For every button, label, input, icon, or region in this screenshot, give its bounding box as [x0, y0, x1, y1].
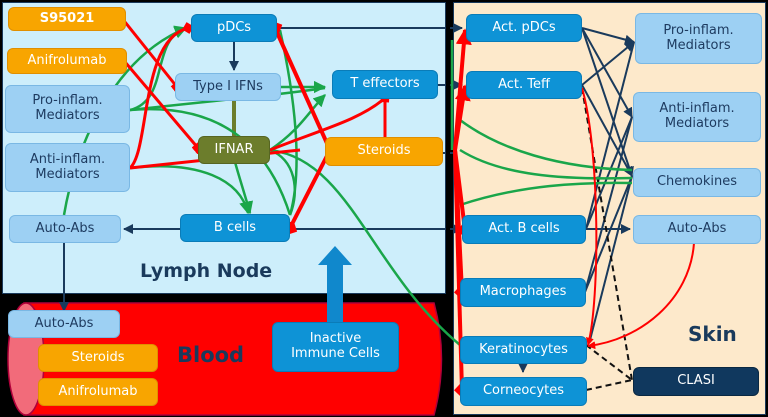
skin-anti-line2: Mediators: [664, 116, 730, 131]
node-t-effectors: T effectors: [332, 70, 438, 99]
skin-label: Skin: [688, 322, 737, 346]
node-macrophages: Macrophages: [460, 278, 586, 307]
skin-anti-line1: Anti-inflam.: [659, 101, 735, 117]
node-corneocytes: Corneocytes: [460, 377, 587, 406]
inactive-immune-cells: Inactive Immune Cells: [272, 322, 399, 372]
skin-anti-inflam-mediators: Anti-inflam. Mediators: [633, 92, 761, 142]
lymph-pro-inflam-mediators: Pro-inflam. Mediators: [5, 85, 130, 133]
blood-label: Blood: [177, 343, 245, 367]
skin-chemokines: Chemokines: [633, 168, 761, 197]
drug-anifrolumab: Anifrolumab: [7, 48, 127, 74]
node-type1-ifns: Type I IFNs: [175, 73, 281, 101]
lymph-steroids: Steroids: [325, 137, 443, 166]
lymph-anti-inflam-mediators: Anti-inflam. Mediators: [5, 143, 130, 192]
skin-auto-abs: Auto-Abs: [633, 215, 761, 244]
node-b-cells: B cells: [180, 214, 290, 242]
blood-anifrolumab: Anifrolumab: [38, 378, 158, 406]
node-pdcs: pDCs: [191, 14, 277, 42]
blood-steroids: Steroids: [38, 344, 158, 372]
skin-pro-line2: Mediators: [666, 37, 731, 53]
node-act-pdcs: Act. pDCs: [466, 14, 582, 42]
node-keratinocytes: Keratinocytes: [460, 336, 587, 364]
skin-pro-line1: Pro-inflam.: [663, 22, 734, 38]
inactive-line2: Immune Cells: [291, 346, 380, 361]
node-ifnar: IFNAR: [198, 136, 270, 164]
lymph-auto-abs: Auto-Abs: [9, 215, 121, 243]
node-clasi: CLASI: [633, 367, 759, 396]
drug-s95021: S95021: [8, 7, 126, 31]
node-act-b-cells: Act. B cells: [462, 215, 586, 244]
node-act-teff: Act. Teff: [466, 71, 582, 99]
skin-pro-inflam-mediators: Pro-inflam. Mediators: [635, 13, 762, 64]
lymph-node-label: Lymph Node: [140, 260, 273, 282]
blood-auto-abs: Auto-Abs: [8, 310, 120, 338]
inactive-line1: Inactive: [309, 331, 362, 347]
